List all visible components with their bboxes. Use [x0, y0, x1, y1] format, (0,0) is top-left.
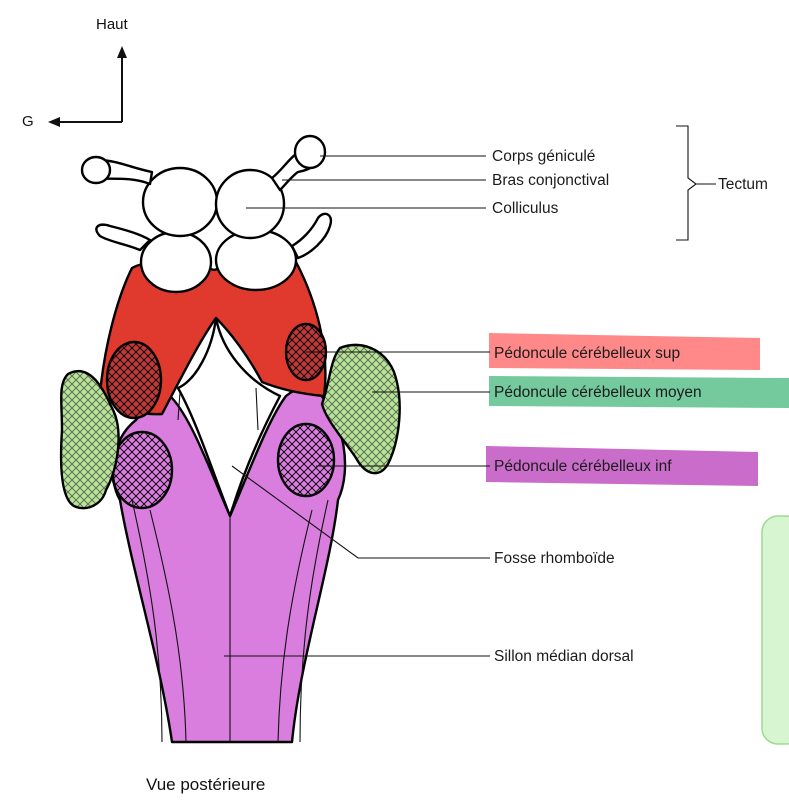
- label-colliculus: Colliculus: [492, 200, 559, 217]
- superior-peduncle-left-hatch: [107, 342, 161, 418]
- label-pedoncule-sup: Pédoncule cérébelleux sup: [494, 345, 680, 362]
- inferior-peduncle-hatch-right: [278, 424, 334, 496]
- inferior-colliculus-right: [216, 230, 296, 290]
- figure-caption: Vue postérieure: [146, 775, 265, 794]
- label-corps-genicule: Corps géniculé: [492, 148, 595, 165]
- label-bras-conjonctival: Bras conjonctival: [492, 172, 609, 189]
- geniculate-body-right: [295, 136, 325, 168]
- label-pedoncule-inf: Pédoncule cérébelleux inf: [494, 458, 672, 475]
- note-box: [762, 516, 789, 744]
- superior-colliculus-left: [143, 168, 217, 236]
- inferior-colliculus-left: [141, 232, 211, 292]
- up-direction-label: Haut: [96, 16, 129, 33]
- tectum-structures: [82, 136, 331, 292]
- inferior-brachium-right: [292, 214, 331, 258]
- inferior-peduncle-hatch-left: [112, 432, 172, 508]
- orientation-compass: Haut G: [22, 16, 129, 130]
- tectum-bracket: [676, 126, 696, 240]
- inferior-brachium-left: [96, 225, 150, 250]
- label-tectum: Tectum: [718, 176, 768, 193]
- label-sillon-median: Sillon médian dorsal: [494, 648, 634, 665]
- label-fosse-rhomboide: Fosse rhomboïde: [494, 550, 615, 567]
- geniculate-body-left: [82, 157, 110, 183]
- up-arrow-head-icon: [117, 46, 127, 58]
- label-pedoncule-moyen: Pédoncule cérébelleux moyen: [494, 384, 702, 401]
- left-arrow-head-icon: [48, 117, 60, 127]
- left-direction-label: G: [22, 113, 34, 130]
